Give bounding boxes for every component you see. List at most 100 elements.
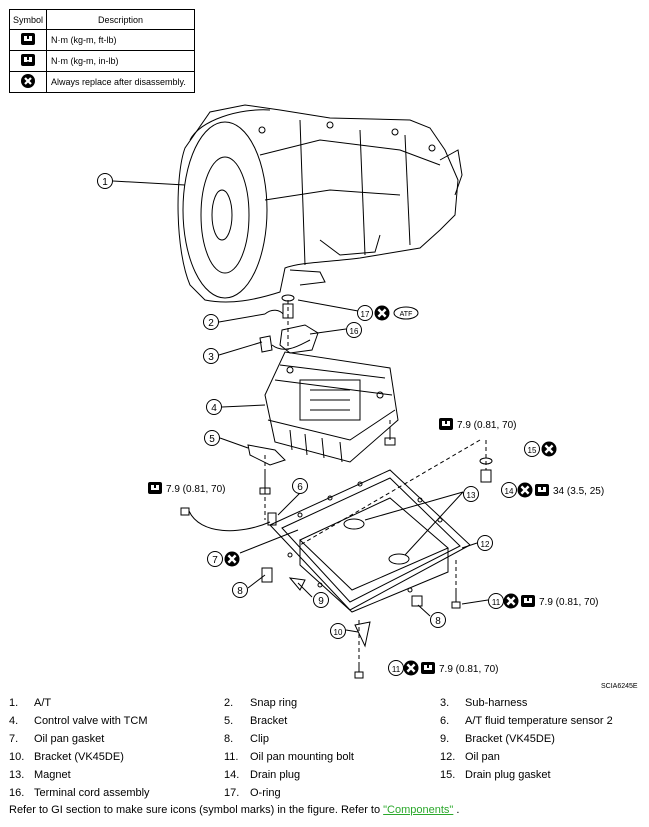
part-num: 4.: [9, 715, 19, 727]
part-num: 5.: [224, 715, 234, 727]
atf-badge: ATF: [393, 306, 419, 320]
part-num: 6.: [440, 715, 450, 727]
part-name: Oil pan mounting bolt: [250, 751, 354, 763]
torque-wrench-icon: [148, 482, 162, 494]
part-name: Magnet: [34, 769, 71, 781]
part-num: 11.: [224, 751, 239, 763]
callout-12: 12: [477, 535, 493, 551]
part-num: 16.: [9, 787, 25, 799]
callout-13: 13: [463, 486, 479, 502]
callout-5: 5: [204, 430, 220, 446]
part-num: 15.: [440, 769, 456, 781]
part-num: 12.: [440, 751, 456, 763]
always-replace-icon: [9, 71, 47, 93]
svg-text:3: 3: [208, 352, 214, 363]
svg-text:8: 8: [237, 586, 243, 597]
callout-6: 6: [292, 478, 308, 494]
part-name: Oil pan: [465, 751, 500, 763]
always-replace-icon: [373, 304, 391, 322]
callout-17: 17: [357, 305, 373, 321]
part-name: Drain plug gasket: [465, 769, 551, 781]
torque-drain-plug: 34 (3.5, 25): [553, 486, 604, 497]
callout-14: 14: [501, 482, 517, 498]
part-num: 9.: [440, 733, 450, 745]
figure-id: SCIA6245E: [601, 683, 638, 690]
control-valve-body: [264, 351, 399, 463]
torque-wrench-icon: [439, 418, 453, 430]
part-num: 3.: [440, 697, 450, 709]
part-name: Oil pan gasket: [34, 733, 105, 745]
callout-15: 15: [524, 441, 540, 457]
part-name: Control valve with TCM: [34, 715, 148, 727]
callout-11a: 11: [488, 593, 504, 609]
callout-1: 1: [97, 173, 113, 189]
callout-2: 2: [203, 314, 219, 330]
callout-7: 7: [207, 551, 223, 567]
svg-text:1: 1: [102, 177, 108, 188]
torque-wrench-icon: [9, 29, 47, 51]
svg-text:5: 5: [209, 434, 215, 445]
transmission-housing: [177, 104, 463, 303]
part-num: 2.: [224, 697, 234, 709]
part-num: 14.: [224, 769, 240, 781]
part-name: A/T: [34, 697, 52, 709]
svg-text:11: 11: [492, 598, 501, 607]
part-name: Snap ring: [250, 697, 298, 709]
svg-text:4: 4: [211, 403, 217, 414]
torque-right-bolt: 7.9 (0.81, 70): [457, 420, 516, 431]
part-name: Bracket (VK45DE): [465, 733, 555, 745]
exploded-view-diagram: 1 2 3 4 5 6 7 8 8 9 10 11 11 12 13 14 15…: [97, 104, 604, 679]
part-name: Bracket: [250, 715, 288, 727]
callout-11b: 11: [388, 660, 404, 676]
torque-wrench-icon: [521, 595, 535, 607]
part-num: 1.: [9, 697, 19, 709]
callout-9: 9: [313, 592, 329, 608]
svg-text:ATF: ATF: [400, 311, 413, 318]
footer-text: Refer to GI section to make sure icons (…: [9, 804, 384, 816]
svg-text:16: 16: [350, 327, 359, 336]
always-replace-icon: [540, 440, 558, 458]
symbol-desc-3: Always replace after disassembly.: [46, 71, 195, 93]
part-name: Bracket (VK45DE): [34, 751, 124, 763]
footer-tail: .: [453, 804, 460, 816]
svg-text:9: 9: [318, 596, 324, 607]
part-name: O-ring: [250, 787, 281, 799]
callout-16: 16: [346, 322, 362, 338]
svg-text:8: 8: [435, 616, 441, 627]
footer-note: Refer to GI section to make sure icons (…: [9, 804, 459, 816]
components-link[interactable]: "Components": [383, 804, 454, 816]
part-name: A/T fluid temperature sensor 2: [465, 715, 613, 727]
part-num: 10.: [9, 751, 25, 763]
callout-8a: 8: [232, 582, 248, 598]
always-replace-icon: [516, 481, 534, 499]
torque-pan-bolt-bottom: 7.9 (0.81, 70): [439, 664, 498, 675]
callout-3: 3: [203, 348, 219, 364]
torque-wrench-icon: [421, 662, 435, 674]
always-replace-icon: [502, 592, 520, 610]
part-name: Drain plug: [250, 769, 301, 781]
svg-text:10: 10: [334, 628, 343, 637]
svg-text:7: 7: [212, 555, 218, 566]
svg-text:14: 14: [505, 487, 514, 496]
svg-text:13: 13: [467, 491, 476, 500]
torque-wrench-icon: [535, 484, 549, 496]
part-name: Terminal cord assembly: [34, 787, 150, 799]
svg-text:17: 17: [361, 310, 370, 319]
svg-text:12: 12: [481, 540, 490, 549]
always-replace-icon: [402, 659, 420, 677]
svg-text:15: 15: [528, 446, 537, 455]
svg-text:11: 11: [392, 665, 401, 674]
always-replace-icon: [223, 550, 241, 568]
callout-4: 4: [206, 399, 222, 415]
callout-8b: 8: [430, 612, 446, 628]
part-num: 7.: [9, 733, 19, 745]
svg-text:2: 2: [208, 318, 214, 329]
svg-text:6: 6: [297, 482, 303, 493]
torque-pan-bolt-right: 7.9 (0.81, 70): [539, 597, 598, 608]
part-num: 8.: [224, 733, 234, 745]
part-name: Clip: [250, 733, 269, 745]
part-num: 17.: [224, 787, 240, 799]
callout-10: 10: [330, 623, 346, 639]
torque-left-bolt: 7.9 (0.81, 70): [166, 484, 225, 495]
part-num: 13.: [9, 769, 25, 781]
